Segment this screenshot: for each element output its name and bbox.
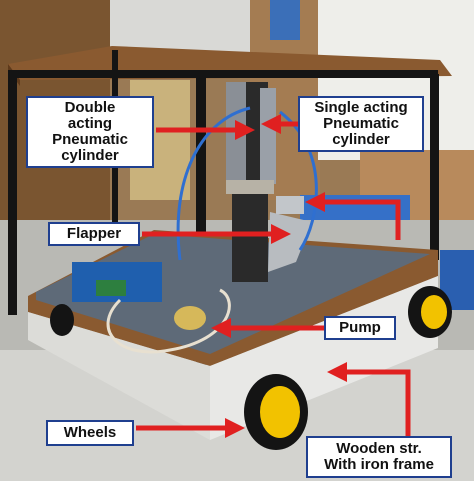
arrow-single-acting-lower	[304, 192, 401, 240]
label-flapper: Flapper	[48, 222, 140, 246]
frame-leg-front-middle	[196, 78, 206, 368]
label-wooden-structure: Wooden str. With iron frame	[306, 436, 452, 478]
label-single-acting-cylinder: Single acting Pneumatic cylinder	[298, 96, 424, 152]
flapper-hinge	[276, 196, 304, 214]
label-double-acting-cylinder: Double acting Pneumatic cylinder	[26, 96, 154, 168]
driver-module	[96, 280, 126, 296]
wheel-rear	[50, 304, 74, 336]
frame-leg-front-left	[8, 70, 17, 315]
double-acting-cylinder	[226, 82, 246, 192]
air-tube-2	[279, 110, 318, 251]
arrow-wooden	[326, 362, 411, 436]
single-acting-cylinder	[260, 88, 276, 184]
base-side-panel	[28, 312, 210, 440]
cylinder-mount	[226, 180, 274, 194]
air-tube-3	[106, 288, 231, 354]
label-wheels: Wheels	[46, 420, 134, 446]
poster	[270, 0, 300, 40]
frame-top-bar	[8, 70, 438, 78]
pump	[174, 306, 206, 330]
label-pump: Pump	[324, 316, 396, 340]
frame-leg-right	[430, 74, 439, 260]
